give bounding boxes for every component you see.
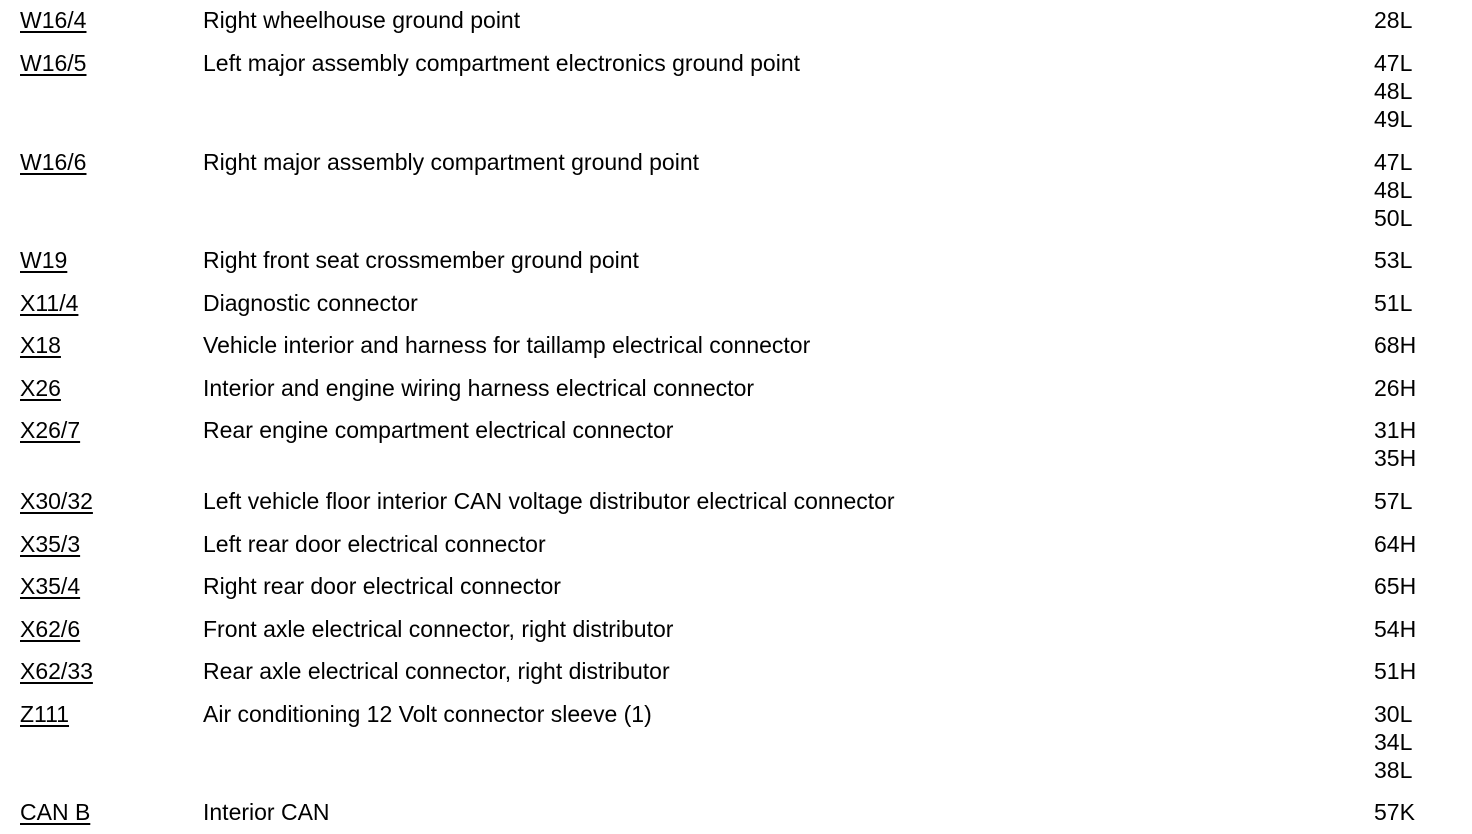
grid-reference-list: 26H [1374,374,1454,402]
component-code-link[interactable]: X11/4 [20,290,79,316]
component-description: Left rear door electrical connector [203,531,546,557]
grid-reference-list: 30L 34L 38L [1374,700,1454,784]
table-row: X62/6 Front axle electrical connector, r… [0,615,1472,657]
component-description: Diagnostic connector [203,290,418,316]
table-row: X26/7 Rear engine compartment electrical… [0,416,1472,487]
grid-reference: 57K [1374,799,1415,825]
component-description: Left major assembly compartment electron… [203,50,801,76]
grid-reference: 26H [1374,375,1417,401]
grid-reference: 51H [1374,658,1417,684]
grid-reference: 47L [1374,149,1413,175]
table-row: X35/4 Right rear door electrical connect… [0,572,1472,615]
component-code-link[interactable]: W19 [20,247,68,273]
component-description: Right front seat crossmember ground poin… [203,247,639,273]
component-description: Right major assembly compartment ground … [203,149,700,175]
component-description: Rear axle electrical connector, right di… [203,658,670,684]
table-row: W19 Right front seat crossmember ground … [0,246,1472,289]
grid-reference-list: 47L 48L 50L [1374,148,1454,232]
component-legend-table: W16/4 Right wheelhouse ground point 28L … [0,6,1472,826]
grid-reference: 30L [1374,701,1413,727]
grid-reference-list: 51L [1374,289,1454,317]
grid-reference-list: 54H [1374,615,1454,643]
grid-reference: 64H [1374,531,1417,557]
component-code-link[interactable]: Z111 [20,701,70,727]
grid-reference-list: 28L [1374,6,1454,34]
grid-reference: 49L [1374,106,1413,132]
table-row: W16/6 Right major assembly compartment g… [0,148,1472,246]
grid-reference-list: 64H [1374,530,1454,558]
component-code-link[interactable]: X18 [20,332,61,358]
table-row: X26 Interior and engine wiring harness e… [0,374,1472,416]
table-row: X35/3 Left rear door electrical connecto… [0,530,1472,572]
component-code-link[interactable]: W16/5 [20,50,87,76]
grid-reference: 68H [1374,332,1417,358]
grid-reference: 50L [1374,205,1413,231]
component-code-link[interactable]: X26/7 [20,417,81,443]
component-description: Left vehicle floor interior CAN voltage … [203,488,895,514]
component-description: Vehicle interior and harness for taillam… [203,332,811,358]
table-row: X11/4 Diagnostic connector 51L [0,289,1472,331]
grid-reference: 47L [1374,50,1413,76]
grid-reference: 38L [1374,757,1413,783]
grid-reference: 31H [1374,417,1417,443]
grid-reference: 57L [1374,488,1413,514]
grid-reference-list: 57L [1374,487,1454,515]
grid-reference: 65H [1374,573,1417,599]
grid-reference: 54H [1374,616,1417,642]
grid-reference-list: 68H [1374,331,1454,359]
grid-reference: 34L [1374,729,1413,755]
table-row: X30/32 Left vehicle floor interior CAN v… [0,487,1472,530]
component-description: Right rear door electrical connector [203,573,561,599]
grid-reference-list: 51H [1374,657,1454,685]
component-description: Interior CAN [203,799,330,825]
table-row: X62/33 Rear axle electrical connector, r… [0,657,1472,700]
component-code-link[interactable]: X62/6 [20,616,81,642]
table-row: X18 Vehicle interior and harness for tai… [0,331,1472,374]
table-row: W16/5 Left major assembly compartment el… [0,49,1472,148]
component-description: Front axle electrical connector, right d… [203,616,674,642]
table-row: W16/4 Right wheelhouse ground point 28L [0,6,1472,49]
grid-reference-list: 57K [1374,798,1454,826]
grid-reference-list: 47L 48L 49L [1374,49,1454,133]
grid-reference-list: 53L [1374,246,1454,274]
component-code-link[interactable]: X35/3 [20,531,81,557]
grid-reference: 51L [1374,290,1413,316]
component-code-link[interactable]: X62/33 [20,658,93,684]
component-code-link[interactable]: CAN B [20,799,91,825]
component-description: Air conditioning 12 Volt connector sleev… [203,701,652,727]
grid-reference: 35H [1374,445,1417,471]
grid-reference: 28L [1374,7,1413,33]
grid-reference: 48L [1374,177,1413,203]
component-description: Interior and engine wiring harness elect… [203,375,755,401]
grid-reference: 48L [1374,78,1413,104]
component-code-link[interactable]: X30/32 [20,488,93,514]
component-description: Rear engine compartment electrical conne… [203,417,674,443]
table-row: Z111 Air conditioning 12 Volt connector … [0,700,1472,798]
component-description: Right wheelhouse ground point [203,7,521,33]
grid-reference-list: 65H [1374,572,1454,600]
grid-reference-list: 31H 35H [1374,416,1454,472]
table-row: CAN B Interior CAN 57K [0,798,1472,826]
grid-reference: 53L [1374,247,1413,273]
component-code-link[interactable]: W16/6 [20,149,87,175]
component-code-link[interactable]: W16/4 [20,7,87,33]
component-code-link[interactable]: X26 [20,375,61,401]
component-code-link[interactable]: X35/4 [20,573,81,599]
